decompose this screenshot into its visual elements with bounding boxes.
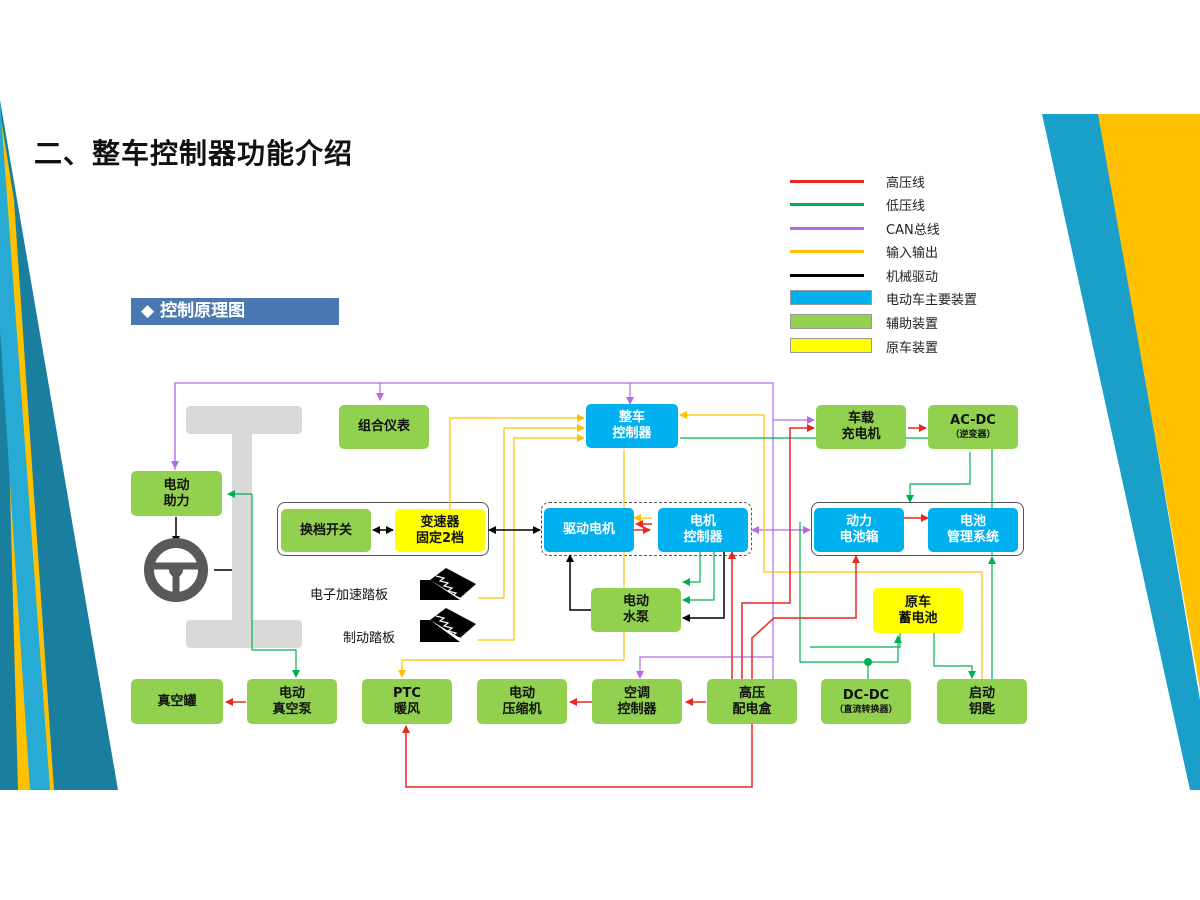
motor-controller-node: 电机控制器 xyxy=(658,508,748,552)
right-teal-stripe xyxy=(1042,114,1200,790)
node-label: 助力 xyxy=(163,493,190,509)
chassis-front-axle xyxy=(186,406,302,434)
legend-swatch xyxy=(790,203,864,206)
node-label: 电池 xyxy=(959,514,986,529)
node-sublabel: （直流转换器） xyxy=(834,704,898,715)
legend-label: 辅助装置 xyxy=(886,317,939,332)
node-label: 电动 xyxy=(163,477,190,493)
legend-swatch xyxy=(790,227,864,230)
vacuum-pump-node: 电动真空泵 xyxy=(247,679,337,724)
section-label: 控制原理图 xyxy=(160,301,246,321)
node-label: 车载 xyxy=(847,411,874,426)
node-label: 暖风 xyxy=(393,701,420,717)
node-label: 电机 xyxy=(689,514,716,529)
legend-swatch xyxy=(790,274,864,277)
node-label: 换档开关 xyxy=(299,522,352,538)
node-label: 压缩机 xyxy=(502,701,542,717)
node-label: 真空罐 xyxy=(157,693,197,709)
legend-item-can: CAN总线 xyxy=(790,218,1030,238)
node-label: 充电机 xyxy=(841,427,881,442)
legend-item-mech: 机械驱动 xyxy=(790,265,1030,285)
legend-label: 输入输出 xyxy=(886,246,939,261)
aux-battery-node: 原车蓄电池 xyxy=(873,588,963,633)
drive-motor-node: 驱动电机 xyxy=(544,508,634,552)
acdc-node: AC-DC （逆变器） xyxy=(928,405,1018,449)
gearbox-node: 变速器固定2档 xyxy=(395,509,485,552)
page-title: 二、整车控制器功能介绍 xyxy=(34,137,354,170)
start-key-node: 启动钥匙 xyxy=(937,679,1027,724)
legend-swatch xyxy=(790,314,872,329)
charger-node: 车载充电机 xyxy=(816,405,906,449)
node-label: 组合仪表 xyxy=(357,419,410,434)
ac-controller-node: 空调控制器 xyxy=(592,679,682,724)
node-label: 空调 xyxy=(623,685,650,701)
accelerator-pedal-label: 电子加速踏板 xyxy=(310,588,389,603)
eps-node: 电动助力 xyxy=(131,471,222,516)
legend-item-high-voltage: 高压线 xyxy=(790,171,1030,191)
node-label: 控制器 xyxy=(683,530,723,545)
legend-swatch xyxy=(790,180,864,183)
node-label: 整车 xyxy=(618,410,645,425)
chassis-frame xyxy=(232,434,252,620)
right-yellow-stripe xyxy=(1098,114,1200,690)
legend-label: 高压线 xyxy=(886,176,926,191)
vcu-node: 整车控制器 xyxy=(586,404,678,448)
node-label: 管理系统 xyxy=(946,530,999,545)
legend-swatch xyxy=(790,290,872,305)
node-label: 固定2档 xyxy=(415,530,465,546)
diamond-icon: ◆ xyxy=(141,301,155,321)
chassis-rear-axle xyxy=(186,620,302,648)
section-header: ◆控制原理图 xyxy=(131,298,339,325)
node-label: DC-DC xyxy=(842,687,890,703)
legend-label: 机械驱动 xyxy=(886,270,939,285)
dcdc-node: DC-DC（直流转换器） xyxy=(821,679,911,724)
legend-label: 低压线 xyxy=(886,199,926,214)
node-label: 电动 xyxy=(622,594,649,609)
node-label: 驱动电机 xyxy=(562,522,615,537)
node-label: 原车 xyxy=(904,594,931,610)
node-label: 变速器 xyxy=(420,514,460,530)
compressor-node: 电动压缩机 xyxy=(477,679,567,724)
battery-pack-node: 动力电池箱 xyxy=(814,508,904,552)
vacuum-tank-node: 真空罐 xyxy=(131,679,223,724)
hv-distribution-box-node: 高压配电盒 xyxy=(707,679,797,724)
node-label: 启动 xyxy=(968,685,995,701)
brake-pedal-label: 制动踏板 xyxy=(343,631,396,646)
node-label: 高压 xyxy=(738,685,765,701)
node-label: 电池箱 xyxy=(839,530,879,545)
node-label: AC-DC xyxy=(950,413,996,428)
node-label: 水泵 xyxy=(622,610,649,625)
legend-item-low-voltage: 低压线 xyxy=(790,194,1030,214)
node-label: 动力 xyxy=(845,514,872,529)
node-sublabel: （逆变器） xyxy=(950,430,996,440)
shift-switch-node: 换档开关 xyxy=(281,509,371,552)
legend-label: 电动车主要装置 xyxy=(886,293,978,308)
node-label: 电动 xyxy=(508,685,535,701)
node-label: 控制器 xyxy=(612,426,652,441)
bms-node: 电池管理系统 xyxy=(928,508,1018,552)
legend-swatch xyxy=(790,250,864,253)
left-accent-stripe xyxy=(0,100,50,790)
node-label: 真空泵 xyxy=(272,701,312,717)
left-yellow-stripe xyxy=(0,112,54,790)
legend-item-aux-device: 辅助装置 xyxy=(790,312,1030,332)
node-label: PTC xyxy=(393,685,421,701)
node-label: 控制器 xyxy=(617,701,657,717)
water-pump-node: 电动水泵 xyxy=(591,588,681,632)
cluster-node: 组合仪表 xyxy=(339,405,429,449)
node-label: 蓄电池 xyxy=(898,610,938,626)
legend-label: CAN总线 xyxy=(886,223,940,238)
legend-item-io: 输入输出 xyxy=(790,241,1030,261)
node-label: 电动 xyxy=(278,685,305,701)
node-label: 钥匙 xyxy=(968,701,995,717)
legend-label: 原车装置 xyxy=(886,341,939,356)
legend-item-orig-device: 原车装置 xyxy=(790,336,1030,356)
node-label: 配电盒 xyxy=(732,701,772,717)
legend-item-main-device: 电动车主要装置 xyxy=(790,288,1030,308)
legend-swatch xyxy=(790,338,872,353)
